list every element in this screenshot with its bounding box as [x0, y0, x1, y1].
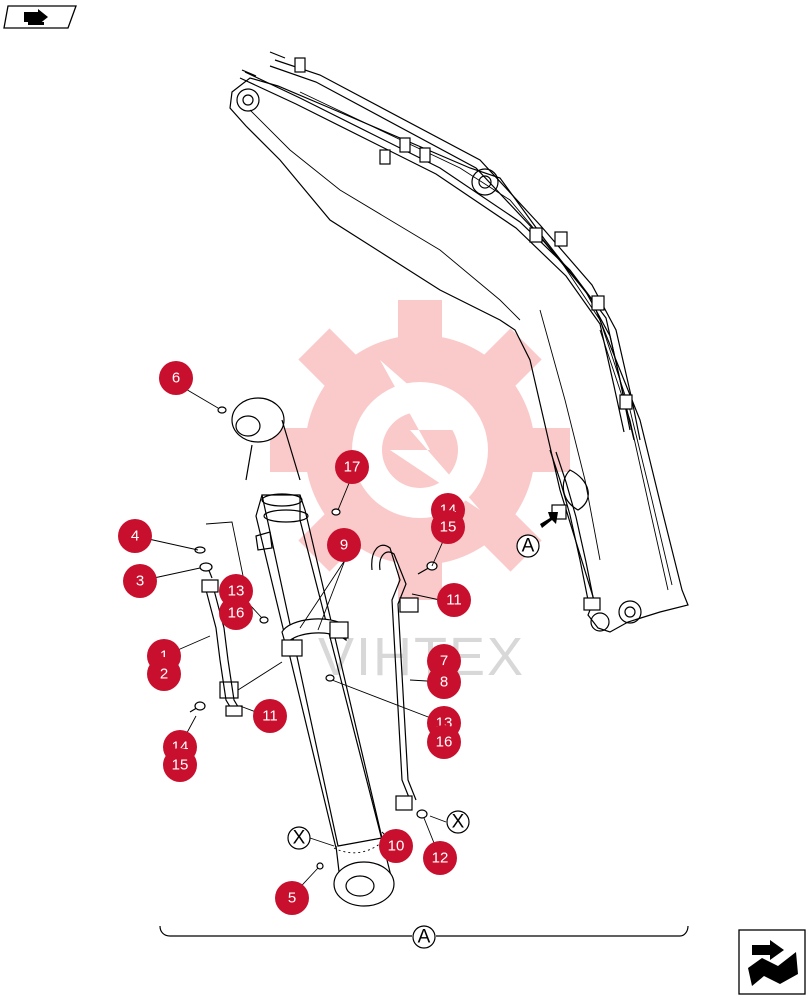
- page-back-icon: [24, 9, 48, 25]
- callout-c16a: 16: [219, 596, 253, 630]
- callout-label: 5: [288, 890, 296, 907]
- callout-badge: [427, 725, 461, 759]
- view-a-bracket: A: [159, 925, 689, 949]
- callout-c11b: 11: [253, 699, 287, 733]
- callout-label: 12: [432, 850, 449, 867]
- cylinder-assembly: [189, 397, 438, 907]
- callout-badge: [275, 881, 309, 915]
- callout-c12: 12: [423, 841, 457, 875]
- svg-text:X: X: [452, 812, 465, 833]
- callout-label: 10: [388, 838, 405, 855]
- callout-c15a: 15: [431, 510, 465, 544]
- callout-c16b: 16: [427, 725, 461, 759]
- callout-badge: [431, 510, 465, 544]
- callout-label: 1: [160, 648, 168, 665]
- callout-c2: 2: [147, 657, 181, 691]
- callout-label: 15: [440, 519, 457, 536]
- page-back-button[interactable]: [3, 5, 77, 29]
- callout-label: 17: [344, 459, 361, 476]
- callout-c4: 4: [118, 519, 152, 553]
- page-next-icon: [748, 940, 798, 986]
- callout-label: 8: [440, 674, 448, 691]
- callout-c8: 8: [427, 665, 461, 699]
- callout-label: 15: [172, 757, 189, 774]
- callout-badge: [163, 748, 197, 782]
- callout-badge: [219, 596, 253, 630]
- page-next-button[interactable]: [738, 929, 806, 995]
- callout-label: 7: [440, 653, 448, 670]
- callout-c5: 5: [275, 881, 309, 915]
- callout-label: 4: [131, 528, 139, 545]
- callout-label: 2: [160, 666, 168, 683]
- callout-layer: 61714159431316111278111316141510125: [118, 361, 471, 915]
- callout-label: 3: [136, 573, 144, 590]
- boom-assembly: [229, 51, 689, 633]
- callout-label: 16: [228, 605, 245, 622]
- callout-c6a: 6: [159, 361, 193, 395]
- callout-badge: [253, 699, 287, 733]
- callout-badge: [423, 841, 457, 875]
- callout-label: 9: [340, 537, 348, 554]
- callout-label: 13: [228, 583, 245, 600]
- svg-text:A: A: [522, 536, 535, 557]
- callout-label: 11: [446, 592, 462, 609]
- callout-c10: 10: [379, 829, 413, 863]
- callout-c3: 3: [123, 564, 157, 598]
- detail-reference-x-left: X: [287, 826, 311, 850]
- callout-badge: [147, 657, 181, 691]
- callout-badge: [427, 665, 461, 699]
- callout-badge: [437, 583, 471, 617]
- callout-c9: 9: [327, 528, 361, 562]
- detail-reference-x-right: X: [446, 810, 470, 834]
- callout-badge: [335, 450, 369, 484]
- svg-text:X: X: [293, 828, 306, 849]
- callout-c17: 17: [335, 450, 369, 484]
- callout-label: 6: [172, 370, 180, 387]
- callout-label: 11: [262, 708, 278, 725]
- callout-c11a: 11: [437, 583, 471, 617]
- view-reference-a-marker: A: [516, 534, 540, 558]
- callout-badge: [327, 528, 361, 562]
- watermark-text: VIHTEX: [318, 627, 525, 687]
- callout-badge: [159, 361, 193, 395]
- callout-label: 16: [436, 734, 453, 751]
- callout-badge: [118, 519, 152, 553]
- callout-c15b: 15: [163, 748, 197, 782]
- svg-text:A: A: [418, 927, 431, 948]
- callout-badge: [379, 829, 413, 863]
- callout-badge: [123, 564, 157, 598]
